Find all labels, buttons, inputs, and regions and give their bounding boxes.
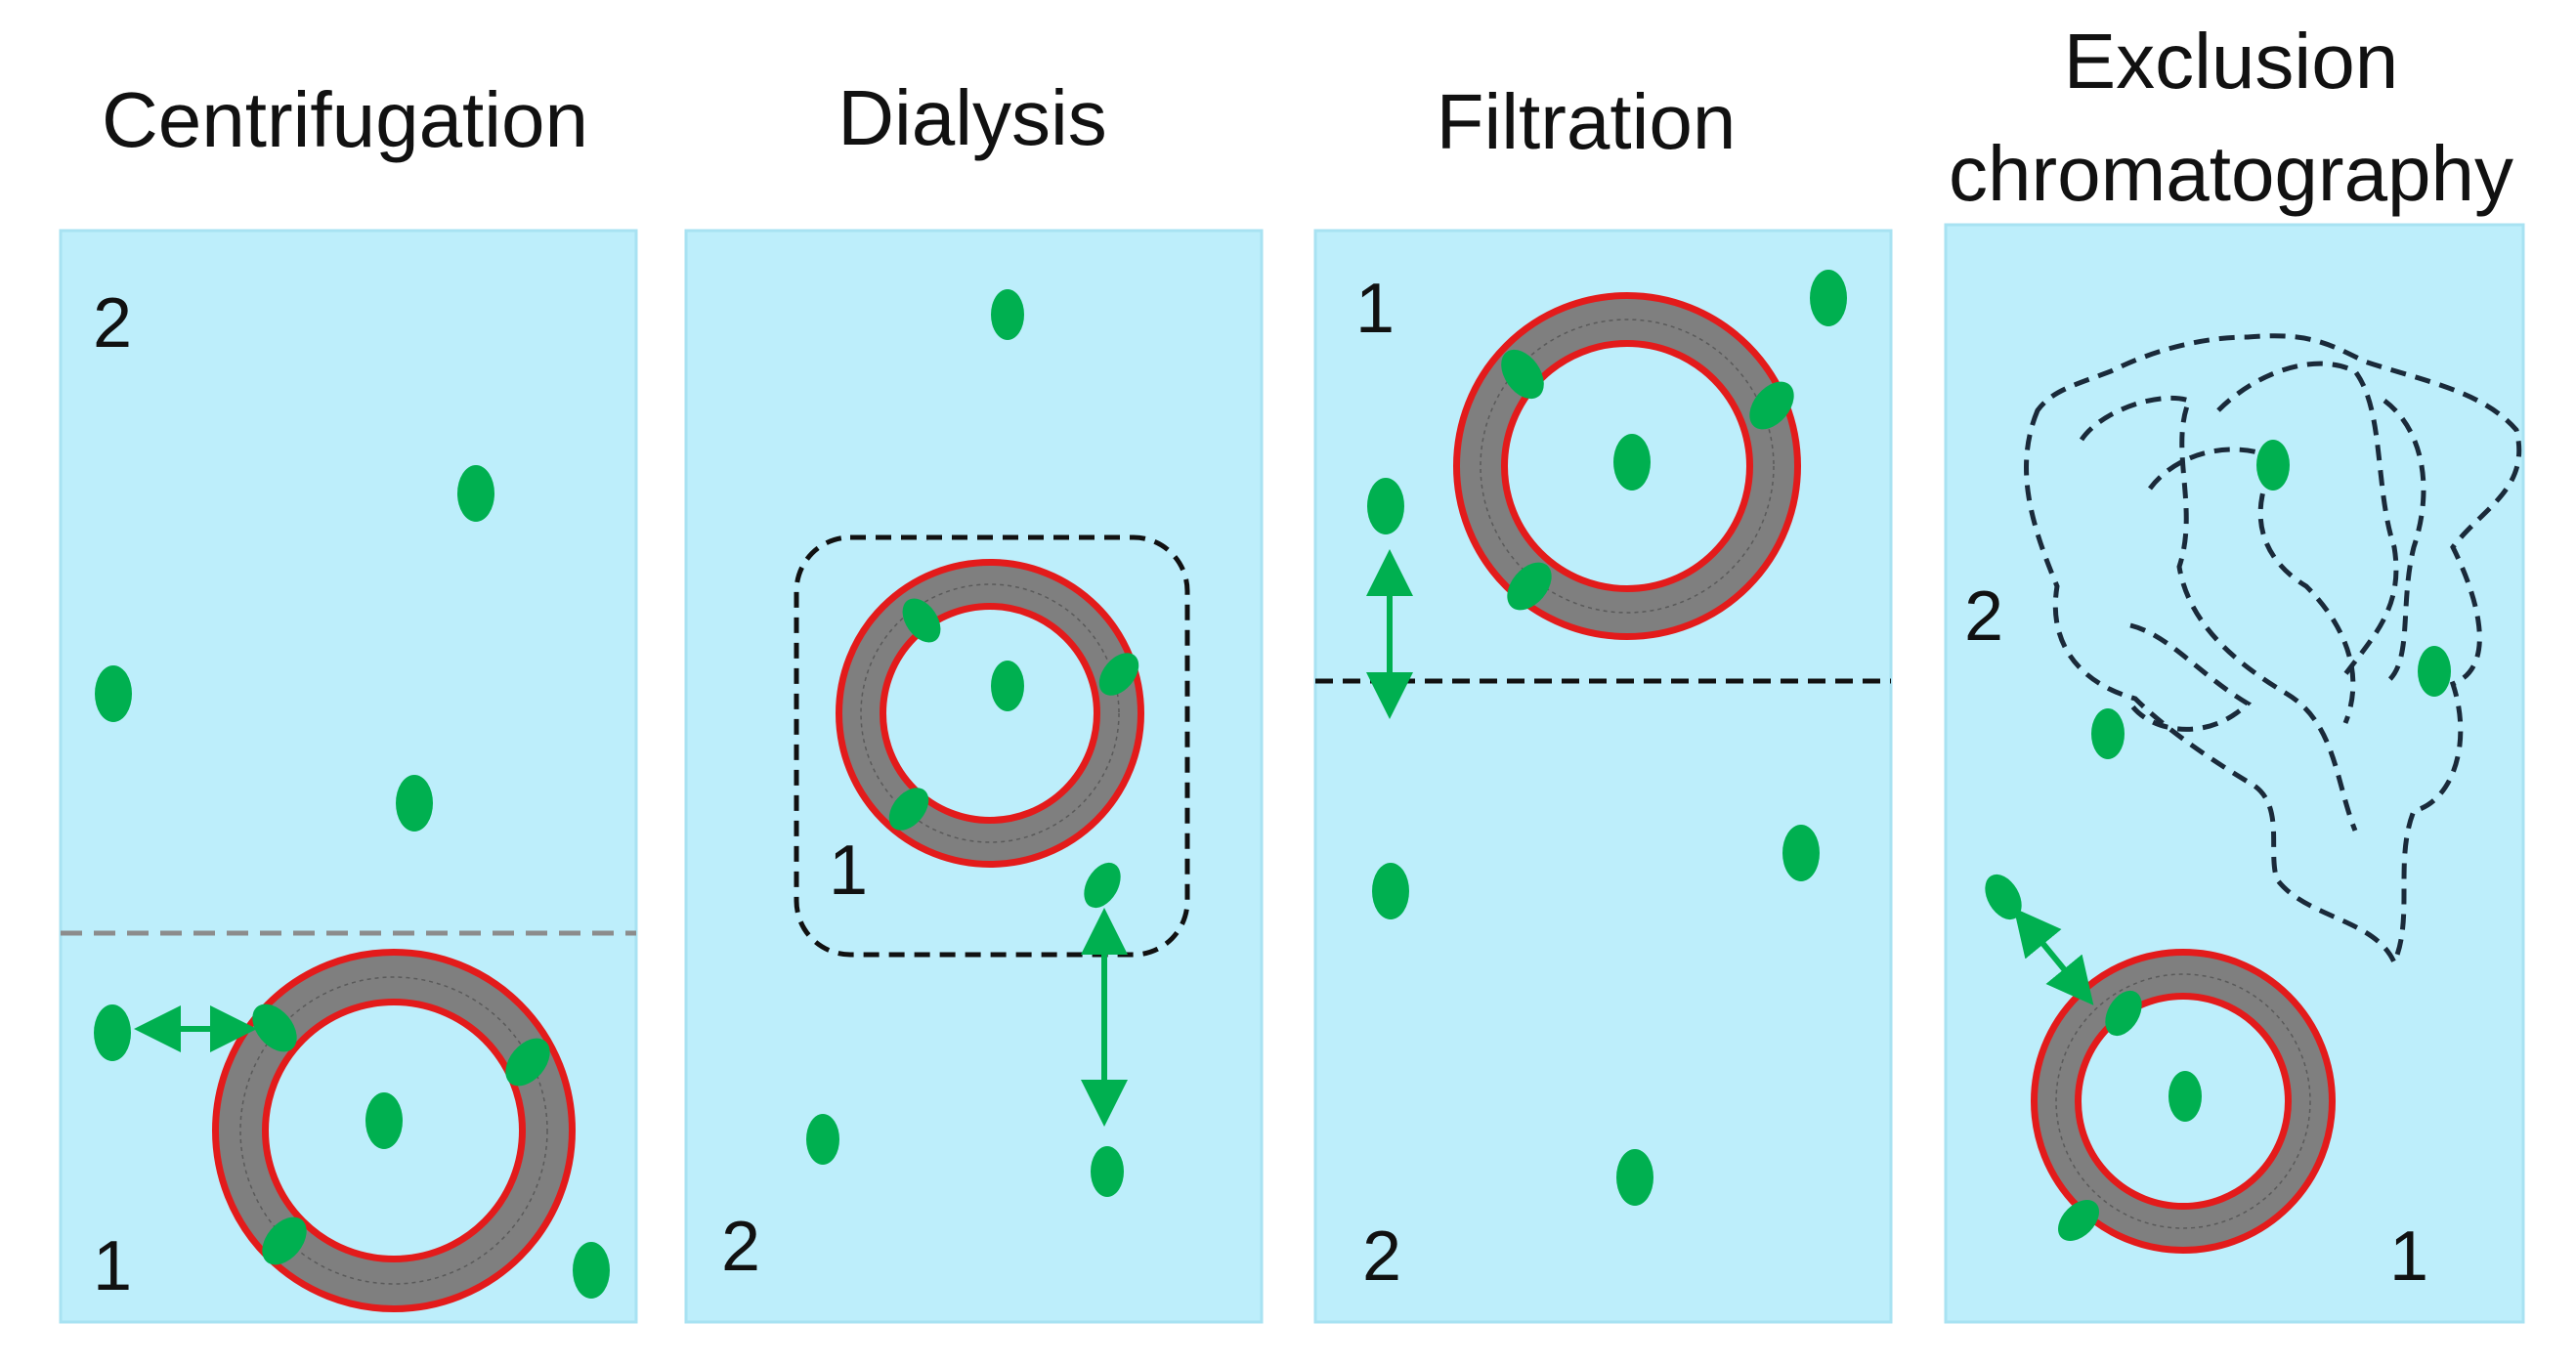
membrane-protein (888, 788, 929, 831)
molecule (1613, 434, 1651, 491)
membrane-protein (1098, 653, 1139, 696)
molecule (573, 1242, 610, 1299)
molecule (1810, 270, 1847, 326)
molecule (1782, 825, 1820, 881)
label-phase-2: 2 (93, 284, 132, 363)
membrane-protein (1749, 381, 1794, 430)
molecule (396, 775, 433, 832)
membrane-protein (902, 598, 941, 643)
molecule (2091, 708, 2125, 759)
vesicle (836, 559, 1144, 868)
vesicle (2031, 949, 2336, 1254)
vesicle (1453, 292, 1801, 640)
molecule (2256, 440, 2290, 491)
panel-exclusion-chromatography: 2 1 (1944, 223, 2525, 1324)
label-phase-1: 1 (93, 1227, 132, 1305)
porous-bead-outline (2024, 333, 2522, 969)
title-filtration: Filtration (1437, 78, 1737, 165)
label-mobile-phase: 1 (2389, 1217, 2428, 1296)
molecule (1084, 862, 1121, 909)
panel-filtration: 1 2 (1313, 229, 1893, 1324)
molecule (1372, 863, 1409, 919)
label-stationary-phase: 2 (1964, 577, 2003, 656)
panel-dialysis: 1 2 (684, 229, 1264, 1324)
molecule (95, 665, 132, 722)
molecule (991, 661, 1024, 711)
membrane-protein (1501, 349, 1544, 400)
molecule (991, 289, 1024, 340)
panel-background (1313, 229, 1893, 1324)
molecule (94, 1004, 131, 1061)
membrane-protein (2058, 1200, 2099, 1241)
dialysis-bag (794, 534, 1190, 958)
title-chromatography: chromatography (1949, 130, 2513, 217)
molecule (365, 1092, 403, 1149)
label-retentate: 1 (1355, 270, 1395, 348)
membrane-protein (252, 1003, 297, 1052)
porous-bead-channel (2127, 622, 2253, 732)
molecule (457, 465, 494, 522)
membrane-protein (1507, 562, 1552, 611)
panel-centrifugation: 2 1 (59, 229, 638, 1324)
membrane-protein (2105, 990, 2142, 1037)
double-arrow (2013, 908, 2094, 1005)
molecule (806, 1114, 839, 1165)
porous-bead-channel (2079, 395, 2358, 832)
label-filtrate: 2 (1362, 1217, 1401, 1296)
molecule (1091, 1146, 1124, 1197)
porous-bead-channel (2148, 447, 2356, 724)
molecule (1616, 1149, 1653, 1206)
molecule (2418, 646, 2451, 697)
label-outside: 2 (721, 1208, 760, 1286)
membrane-protein (505, 1038, 550, 1087)
title-dialysis: Dialysis (837, 74, 1107, 161)
molecule (2168, 1071, 2202, 1122)
vesicle (212, 949, 576, 1312)
porous-bead-channel (2216, 361, 2399, 676)
molecule (1985, 874, 2022, 920)
porous-bead-channel (2383, 399, 2426, 687)
title-exclusion: Exclusion (2064, 18, 2398, 105)
membrane-protein (262, 1217, 307, 1265)
molecule (1367, 478, 1404, 534)
label-inside: 1 (829, 832, 868, 910)
title-centrifugation: Centrifugation (102, 76, 588, 163)
panel-background (684, 229, 1264, 1324)
